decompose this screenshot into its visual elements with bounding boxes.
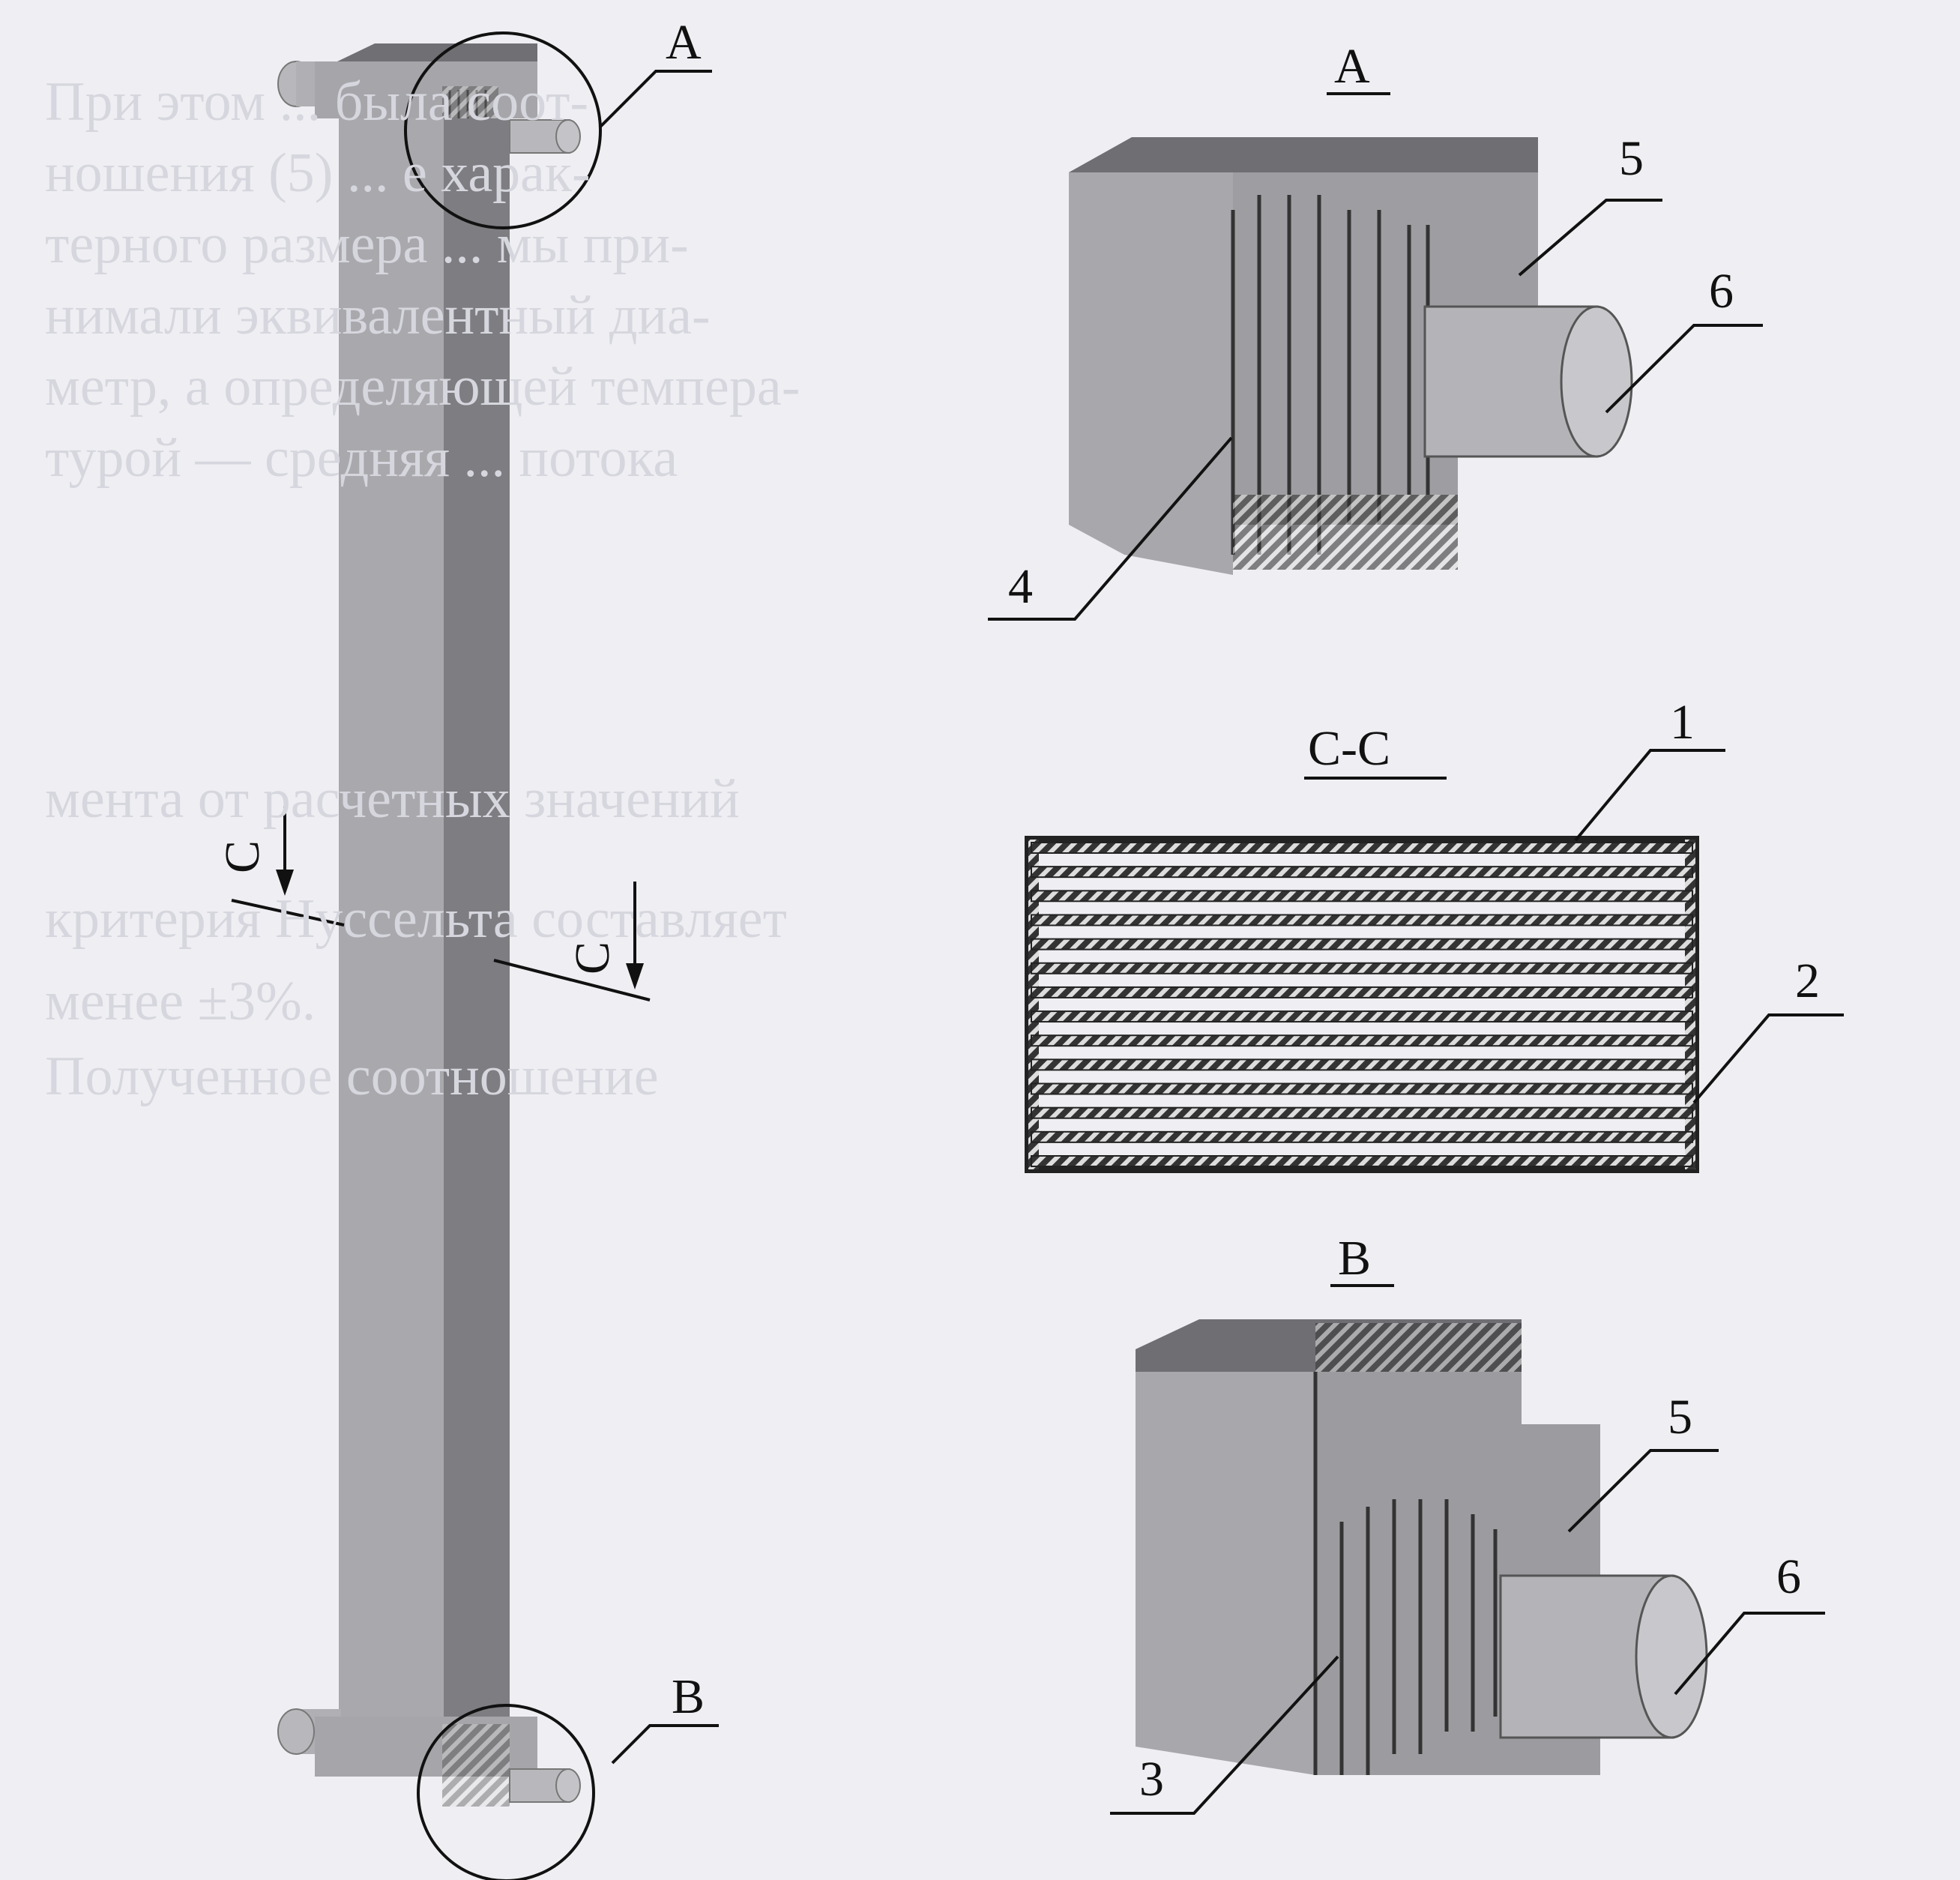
fin-strip — [1031, 1130, 1693, 1143]
detail-b-view: B 5 6 3 — [1110, 1231, 1825, 1815]
callout-5-b: 5 — [1668, 1390, 1692, 1444]
fin-strip — [1031, 842, 1693, 854]
detail-a-view: A 5 6 4 — [988, 39, 1763, 621]
fin-strip — [1031, 986, 1693, 998]
ghost-line: критерия Нуссельта составляет — [45, 888, 787, 950]
fin-strip — [1031, 890, 1693, 903]
fin-strip — [1031, 1058, 1693, 1071]
fin-strip — [1031, 1155, 1693, 1167]
ghost-line: Полученное соотношение — [45, 1046, 659, 1107]
leader-a — [598, 70, 712, 129]
callout-2: 2 — [1795, 953, 1820, 1008]
fin-strip — [1031, 962, 1693, 974]
fin-strip — [1031, 1034, 1693, 1047]
callout-6-b: 6 — [1776, 1549, 1801, 1604]
label-detail-b: B — [672, 1669, 705, 1724]
section-label-left: C — [215, 840, 270, 873]
label-detail-a: A — [666, 15, 702, 70]
callout-5-a: 5 — [1619, 131, 1644, 186]
callout-1: 1 — [1670, 695, 1695, 750]
ghost-line: турой — средняя ... потока — [45, 427, 678, 489]
section-marker-right: C — [493, 882, 651, 1001]
callout-3: 3 — [1139, 1752, 1164, 1807]
detail-circle-a — [404, 31, 602, 229]
detail-b-title: B — [1338, 1231, 1371, 1286]
section-marker-left: C — [215, 807, 345, 927]
ghost-line: нимали эквивалентный диа- — [45, 285, 711, 346]
section-cc-title: C-C — [1308, 721, 1390, 776]
fin-strip — [1031, 1106, 1693, 1119]
detail-circle-b — [417, 1704, 595, 1880]
section-strips — [1031, 842, 1693, 1167]
fin-strip — [1031, 866, 1693, 879]
ghost-line: менее ±3%. — [45, 971, 316, 1032]
fin-strip — [1031, 1010, 1693, 1023]
fin-strip — [1031, 914, 1693, 927]
exchanger-column — [277, 43, 581, 1807]
callout-6-a: 6 — [1709, 264, 1734, 319]
section-label-right: C — [565, 941, 620, 974]
ghost-line: метр, а определяющей темпера- — [45, 356, 800, 418]
section-cc-view: C-C 1 2 — [1025, 695, 1844, 1173]
ghost-line: мента от расчетных значений — [45, 768, 740, 830]
fin-strip — [1031, 1082, 1693, 1095]
detail-a-title: A — [1334, 39, 1370, 94]
ghost-line: При этом ... была соот- — [45, 71, 588, 133]
callout-4: 4 — [1008, 559, 1033, 614]
fin-strip — [1031, 938, 1693, 950]
showthrough-text: При этом ... была соот- ношения (5) ... … — [45, 71, 800, 1107]
leader-b — [611, 1724, 719, 1765]
ghost-line: терного размера ... мы при- — [45, 214, 689, 275]
ghost-line: ношения (5) ... е харак- — [45, 142, 591, 204]
